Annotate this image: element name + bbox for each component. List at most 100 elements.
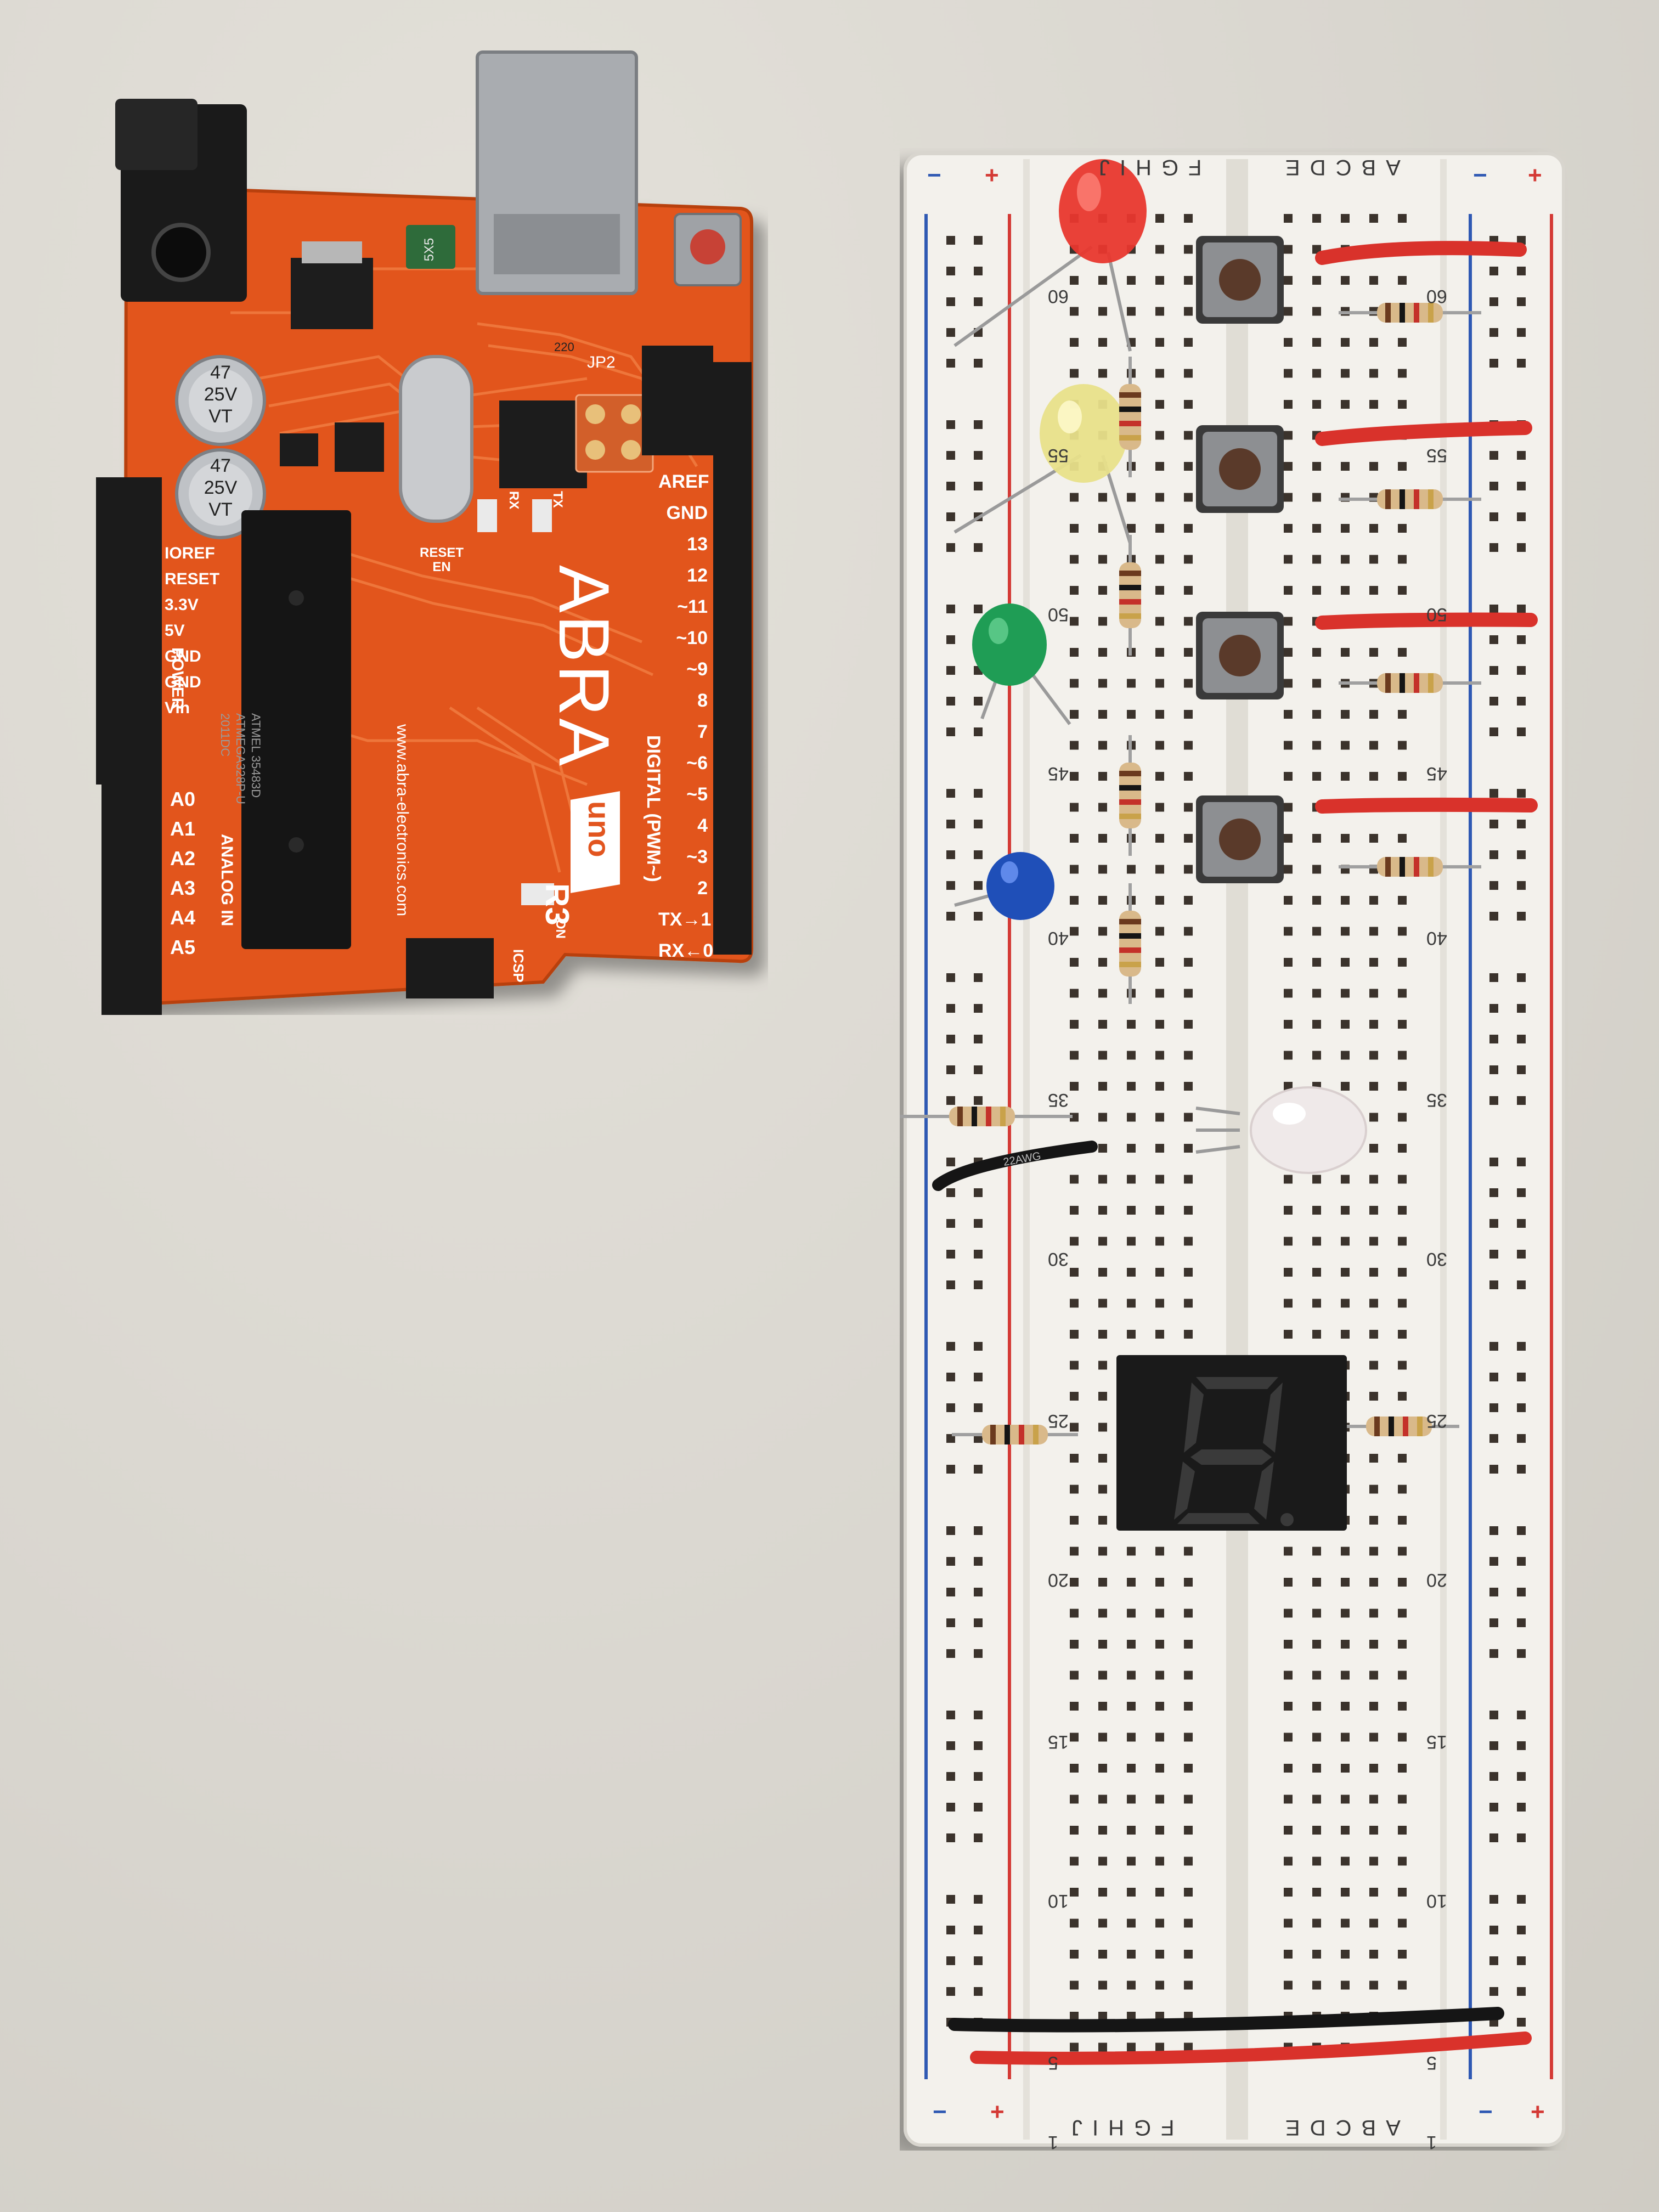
row-number-50-right: 50: [1426, 604, 1447, 625]
voltage-regulator-tab: [302, 241, 362, 263]
dc-jack-hole: [151, 223, 211, 282]
push-button-3: [1196, 612, 1284, 699]
smd-label-1: 220: [554, 340, 574, 354]
pin-1: TX→1: [658, 909, 712, 930]
row-number-35-right: 35: [1426, 1090, 1447, 1110]
resistor-8: [1339, 857, 1481, 877]
small-chip-2: [280, 433, 318, 466]
row-number-45-left: 45: [1048, 763, 1069, 784]
crystal-oscillator: [399, 355, 473, 523]
jp2-pads: [575, 394, 654, 473]
row-number-45-right: 45: [1426, 763, 1447, 784]
pin-a5: A5: [170, 936, 196, 958]
pin-11: ~11: [677, 596, 708, 617]
cap1-text-2: 25V: [204, 384, 238, 405]
icsp-header-top: [642, 346, 713, 455]
pin-5v: 5V: [165, 622, 185, 640]
power-pin-labels: IOREF RESET 3.3V 5V GND GND Vin: [165, 540, 219, 721]
cap1-text-1: 47: [210, 362, 231, 383]
atmega-chip: [241, 510, 351, 949]
pin-3v3: 3.3V: [165, 596, 199, 614]
analog-header: [101, 768, 162, 1015]
chip-label: ATMEL 35483D ATMEGA328P-U 2011DC: [217, 713, 263, 804]
pin-a3: A3: [170, 877, 196, 899]
pin-gnd-2: GND: [165, 673, 201, 691]
pin-vin: Vin: [165, 699, 190, 717]
model-uno: uno: [582, 801, 617, 857]
resistor-1: [1119, 357, 1141, 477]
row-number-30-left: 30: [1048, 1249, 1069, 1269]
bb-columns-left-bottom: FGHIJ: [1062, 2115, 1175, 2140]
usb-connector-front: [494, 214, 620, 274]
bb-columns-right-top: ABCDE: [1276, 155, 1401, 179]
rgb-led: [1195, 1086, 1367, 1174]
rx-led: [477, 499, 497, 532]
resistor-4: [1119, 883, 1141, 1004]
bottom-wires: [948, 2007, 1532, 2065]
pin-13: 13: [687, 534, 708, 555]
small-chip-1: [335, 422, 384, 472]
bb-columns-left-top: FGHIJ: [1089, 155, 1202, 179]
usb-chip: [499, 400, 587, 488]
tx-label: TX: [550, 491, 565, 508]
led-green: [972, 603, 1071, 725]
voltage-regulator: [291, 258, 373, 329]
row-number-25-left: 25: [1048, 1410, 1069, 1431]
digital-header: [713, 362, 752, 955]
icsp-header-bottom: [406, 938, 494, 998]
cap2-text-3: VT: [208, 499, 232, 520]
led-blue: [954, 852, 1054, 920]
pin-6: ~6: [686, 753, 708, 774]
row-number-60-left: 60: [1048, 286, 1069, 307]
pin-gnd-d: GND: [666, 503, 708, 523]
led-red: [953, 159, 1147, 352]
rail-minus-bl: −: [933, 2098, 947, 2125]
pin-aref: AREF: [658, 471, 709, 492]
reset-label: RESET: [420, 545, 464, 560]
analog-label: ANALOG IN: [218, 834, 236, 927]
pin-a1: A1: [170, 817, 196, 840]
push-button-4: [1196, 795, 1284, 883]
polyfuse: [406, 225, 455, 269]
rx-label: RX: [506, 491, 521, 510]
resistor-6: [1339, 489, 1481, 509]
arduino-board: 5X5 47 25V VT 47 25V VT JP2 220: [96, 50, 753, 1015]
pin-gnd-1: GND: [165, 647, 201, 665]
tx-led: [532, 499, 552, 532]
row-number-25-right: 25: [1426, 1410, 1447, 1431]
reset-en-label: RESET EN: [420, 546, 464, 574]
row-number-10-right: 10: [1426, 1891, 1447, 1911]
rail-minus-br: −: [1479, 2098, 1493, 2125]
row-number-40-right: 40: [1426, 928, 1447, 949]
icsp-label: ICSP: [510, 949, 527, 983]
resistor-3: [1119, 735, 1141, 856]
pin-a4: A4: [170, 906, 196, 929]
digital-label: DIGITAL (PWM~): [643, 735, 664, 882]
pin-2: 2: [697, 878, 708, 899]
pin-3: ~3: [686, 847, 708, 867]
pin-4: 4: [697, 815, 708, 836]
row-number-50-left: 50: [1048, 604, 1069, 625]
pin-5: ~5: [686, 784, 708, 805]
dc-jack-top: [115, 99, 198, 170]
bb-columns-right-bottom: ABCDE: [1276, 2115, 1401, 2140]
row-number-1-left: 1: [1048, 2132, 1058, 2153]
row-number-30-right: 30: [1426, 1249, 1447, 1269]
resistor-9: [900, 1107, 1073, 1126]
push-button-2: [1196, 425, 1284, 513]
brand-abra: ABRA: [544, 565, 624, 769]
seven-segment-display: [1116, 1355, 1347, 1531]
on-label: ON: [553, 919, 568, 939]
row-number-35-left: 35: [1048, 1090, 1069, 1110]
row-number-5-left: 5: [1048, 2052, 1058, 2073]
url-label: www.abra-electronics.com: [393, 724, 411, 917]
on-led: [521, 883, 554, 905]
rail-plus-br: +: [1531, 2098, 1545, 2125]
pin-12: 12: [687, 565, 708, 586]
row-number-20-left: 20: [1048, 1570, 1069, 1590]
push-buttons: [1196, 236, 1284, 883]
pin-9: ~9: [686, 659, 708, 680]
rail-minus-tl: −: [927, 162, 941, 189]
resistor-7: [1339, 673, 1481, 693]
